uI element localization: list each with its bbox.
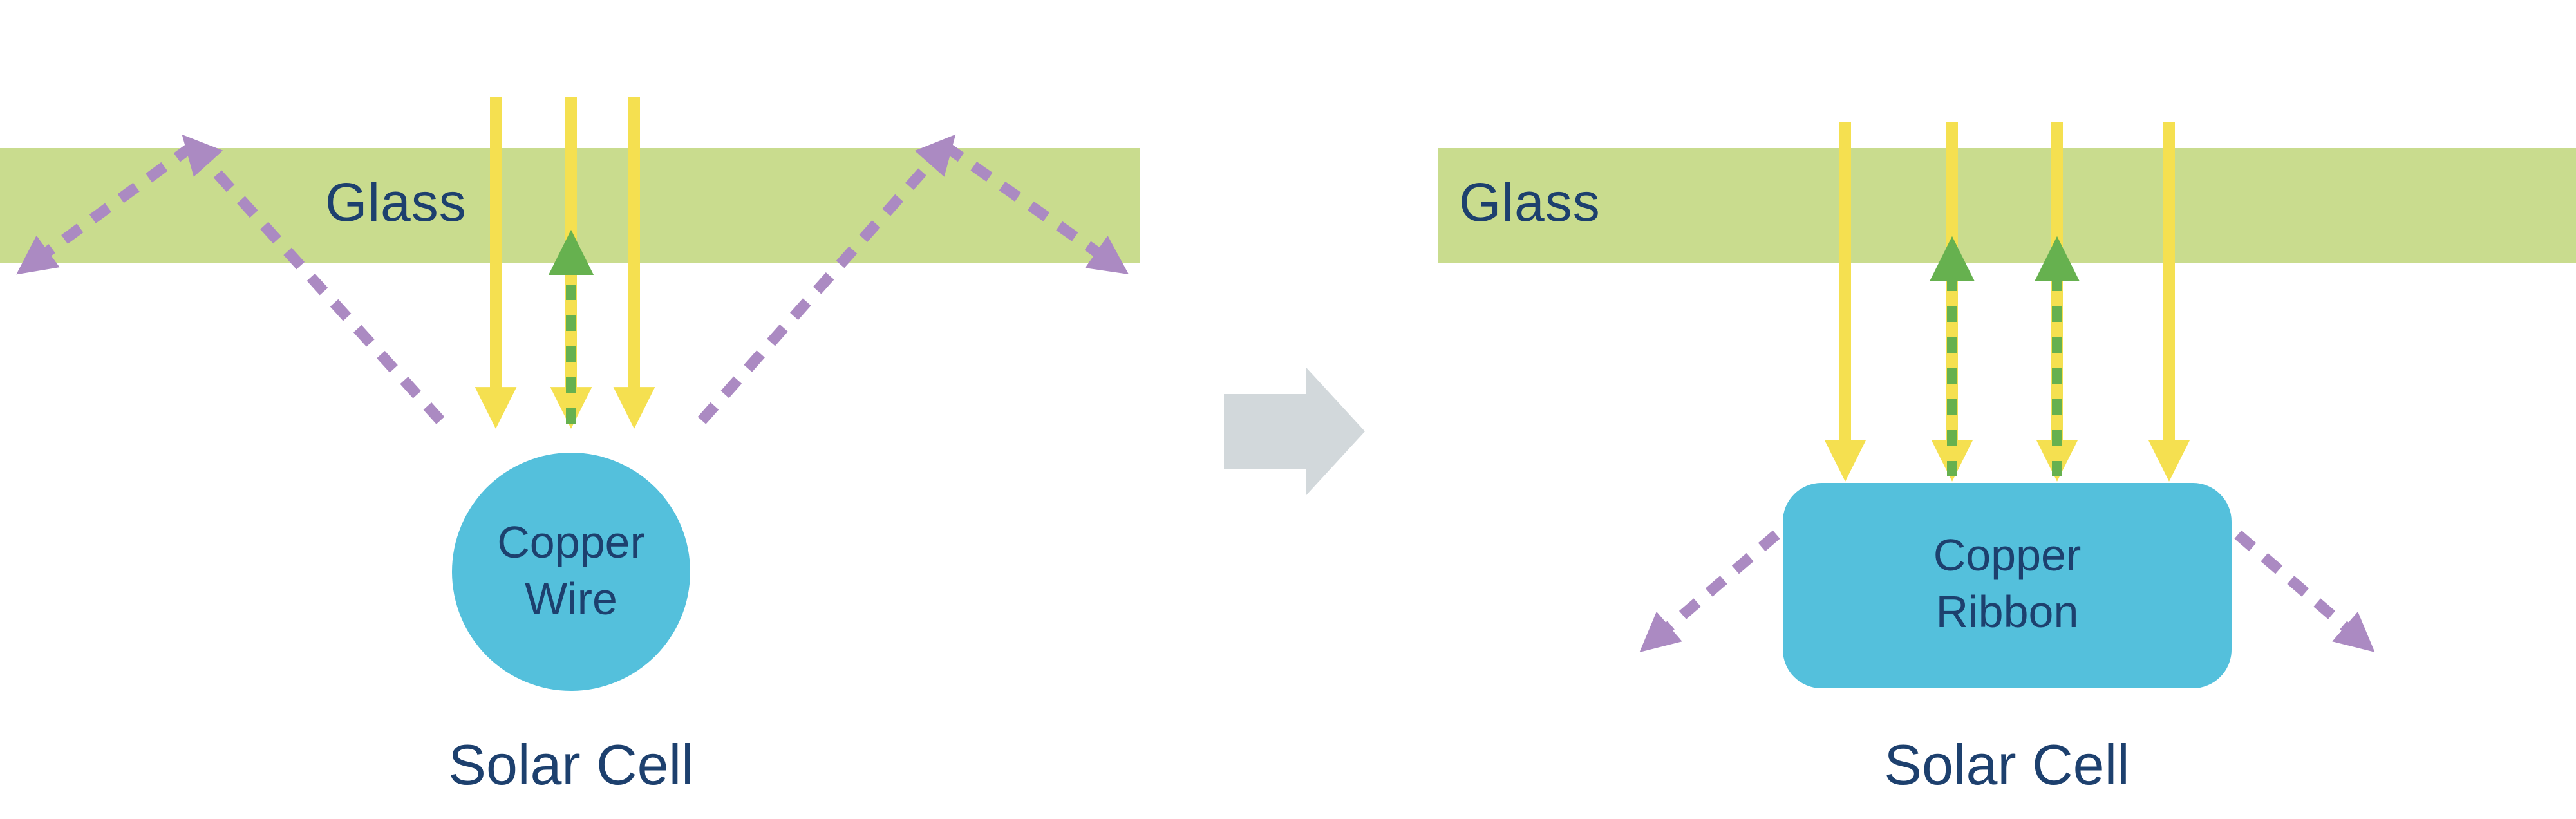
copper-wire-label-line1: Copper (497, 517, 645, 567)
copper-ribbon-label-line1: Copper (1933, 530, 2082, 580)
glass-label-right: Glass (1459, 172, 1601, 232)
copper-ribbon-label: Copper Ribbon (1783, 527, 2232, 640)
copper-wire-label: Copper Wire (442, 514, 700, 627)
solar-cell-label-left: Solar Cell (448, 733, 694, 796)
scattered-light-arrow-icon (697, 134, 956, 424)
scattered-light-arrow-icon (1639, 507, 1807, 652)
scattered-light-arrow-icon (182, 134, 445, 424)
solar-cell-label-right: Solar Cell (1884, 733, 2130, 796)
copper-ribbon-shape (1783, 483, 2232, 688)
copper-wire-label-line2: Wire (525, 574, 617, 624)
scattered-light-arrow-icon (2208, 507, 2375, 652)
transition-arrow-icon (1224, 367, 1365, 496)
copper-ribbon-label-line2: Ribbon (1935, 587, 2079, 637)
copper-wire-shape (452, 453, 690, 691)
glass-label-left: Glass (325, 172, 467, 232)
glass-bar-right (1438, 148, 2576, 263)
